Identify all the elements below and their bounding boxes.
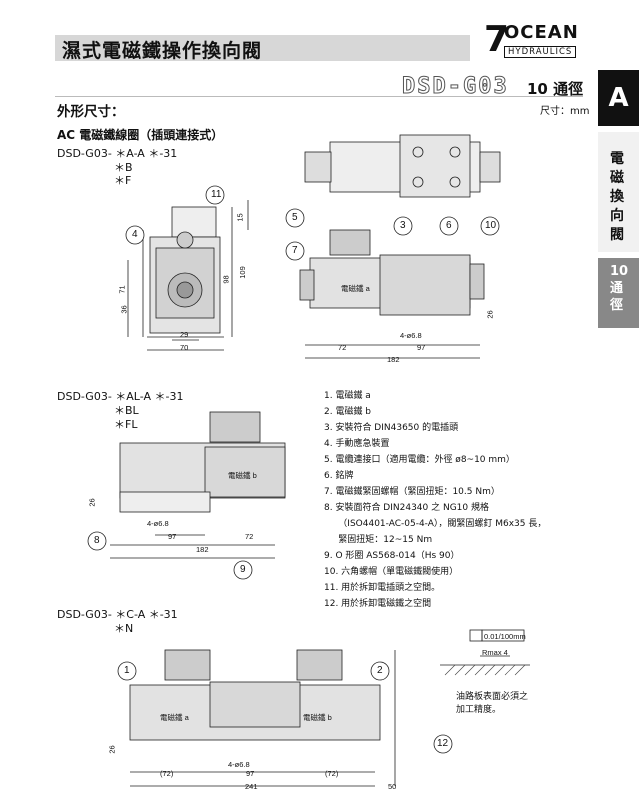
model-name: DSD-G03 <box>402 74 509 100</box>
figure2-variant-fl: ＊FL <box>114 418 138 431</box>
note-item: 3. 安裝符合 DIN43650 的電插頭 <box>324 423 459 433</box>
callout-4: 4 <box>132 229 138 240</box>
dim-182: 182 <box>387 355 400 364</box>
dim-70: 70 <box>180 343 189 352</box>
note-item: 12. 用於拆卸電磁鐵之空間 <box>324 599 432 609</box>
dim-4hole-fig3: 4-ø6.8 <box>228 760 250 769</box>
note-item: 緊固扭矩：12~15 Nm <box>324 535 433 545</box>
dim-36: 36 <box>119 305 129 314</box>
tab-size-label: 10通徑 <box>610 264 629 313</box>
solenoid-b-label-fig3: 電磁鐵 b <box>303 713 332 722</box>
dim-71: 71 <box>117 285 127 294</box>
solenoid-a-label: 電磁鐵 a <box>341 284 370 293</box>
top-view-drawing <box>304 134 501 198</box>
note-item: 10. 六角螺帽（單電磁鐵閥使用） <box>324 567 459 577</box>
note-item: 9. O 形圈 AS568-014（Hs 90） <box>324 551 460 561</box>
notes-list: 1. 電磁鐵 a 2. 電磁鐵 b 3. 安裝符合 DIN43650 的電插頭 … <box>324 388 594 612</box>
note-item: 8. 安裝面符合 DIN24340 之 NG10 規格 <box>324 503 489 513</box>
dim-26: 26 <box>485 310 495 319</box>
callout-9: 9 <box>240 564 246 575</box>
callout-5: 5 <box>292 212 298 223</box>
surface-note-line2: 加工精度。 <box>456 705 502 715</box>
dim-72p-left: (72) <box>160 769 174 778</box>
dim-97-fig3: 97 <box>246 769 255 778</box>
surface-hatching <box>444 664 526 676</box>
dim-241: 241 <box>245 782 258 791</box>
callout-1: 1 <box>124 665 130 676</box>
divider <box>55 96 583 97</box>
callout-10: 10 <box>485 220 497 231</box>
note-item: （ISO4401-AC-05-4-A），閥緊固螺釘 M6x35 長， <box>324 519 547 529</box>
company-logo: 7 OCEAN HYDRAULICS <box>484 20 584 64</box>
surface-note: 油路板表面必須之 加工精度。 <box>456 691 528 717</box>
logo-text: OCEAN <box>504 22 579 43</box>
figure2-model: DSD-G03- ＊AL-A ＊-31 <box>57 390 184 403</box>
figure1-variant-b: ＊B <box>114 161 133 174</box>
dim-72p-right: (72) <box>325 769 339 778</box>
dim-15: 15 <box>235 213 245 222</box>
dim-26-fig3: 26 <box>107 745 117 754</box>
note-item: 11. 用於拆卸電插頭之空間。 <box>324 583 441 593</box>
tab-chapter-a[interactable]: A <box>598 70 639 126</box>
callout-7: 7 <box>292 245 298 256</box>
dim-72: 72 <box>338 343 347 352</box>
tab-size-bg[interactable] <box>598 258 639 328</box>
header-bar <box>55 35 470 61</box>
dim-98: 98 <box>221 275 231 284</box>
callout-8: 8 <box>94 535 100 546</box>
tab-valve-label: 電磁換向閥 <box>610 151 624 243</box>
callout-11: 11 <box>211 189 222 200</box>
note-item: 4. 手動應急裝置 <box>324 439 390 449</box>
dim-50: 50 <box>388 782 397 791</box>
unit-label: 尺寸：mm <box>540 106 590 117</box>
solenoid-a-label-fig3: 電磁鐵 a <box>160 713 189 722</box>
figure3-variant-n: ＊N <box>114 622 134 635</box>
section-label: 外形尺寸： <box>57 104 125 120</box>
note-item: 1. 電磁鐵 a <box>324 391 371 401</box>
dim-29: 29 <box>180 330 189 339</box>
side-view-drawing <box>299 229 485 359</box>
dim-26-fig2: 26 <box>87 498 97 507</box>
figure3-model: DSD-G03- ＊C-A ＊-31 <box>57 608 178 621</box>
dim-4hole: 4-ø6.8 <box>400 331 422 340</box>
note-item: 6. 銘牌 <box>324 471 354 481</box>
note-item: 7. 電磁鐵緊固螺帽（緊固扭矩：10.5 Nm） <box>324 487 500 497</box>
figure1-variant-f: ＊F <box>114 174 132 187</box>
note-item: 2. 電磁鐵 b <box>324 407 372 417</box>
callout-12: 12 <box>437 738 449 749</box>
note-item: 5. 電纜連接口（適用電纜：外徑 ø8~10 mm） <box>324 455 515 465</box>
surface-note-line1: 油路板表面必須之 <box>456 692 529 702</box>
callout-2: 2 <box>377 665 383 676</box>
figure2-variant-bl: ＊BL <box>114 404 139 417</box>
dim-72-fig2: 72 <box>245 532 254 541</box>
logo-subtext: HYDRAULICS <box>504 46 577 58</box>
dim-4hole-fig2: 4-ø6.8 <box>147 519 169 528</box>
end-view-drawing <box>127 200 249 351</box>
callout-6: 6 <box>446 220 452 231</box>
tab-valve-bg[interactable] <box>598 132 639 252</box>
dim-97-fig2: 97 <box>168 532 177 541</box>
roughness-value: Rmax 4 <box>482 648 508 657</box>
figure1-heading: AC 電磁鐵線圈（插頭連接式） <box>57 128 224 142</box>
solenoid-b-label: 電磁鐵 b <box>228 471 257 480</box>
single-solenoid-drawing <box>110 411 286 559</box>
dim-109: 109 <box>237 266 247 279</box>
dim-97: 97 <box>417 343 426 352</box>
double-solenoid-drawing <box>129 649 396 787</box>
model-size: 10 通徑 <box>527 80 584 98</box>
callout-3: 3 <box>400 220 406 231</box>
page-title: 濕式電磁鐵操作換向閥 <box>62 40 263 62</box>
dim-182-fig2: 182 <box>196 545 209 554</box>
figure1-model: DSD-G03- ＊A-A ＊-31 <box>57 147 178 160</box>
flatness-value: 0.01/100mm <box>484 632 526 641</box>
